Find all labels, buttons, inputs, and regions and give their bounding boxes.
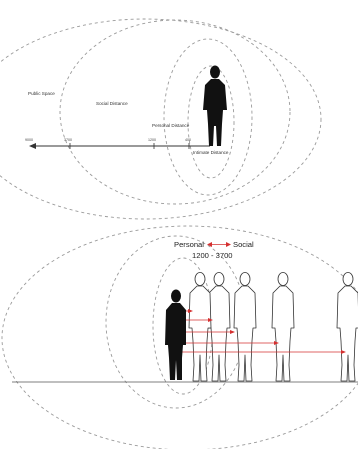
personal-distance-label: Personal Distance <box>152 123 190 128</box>
reference-person-silhouette <box>165 289 186 380</box>
outline-person <box>271 272 295 382</box>
social-distance-zone <box>59 19 291 205</box>
tick-label-400: 400 <box>185 138 191 142</box>
tick-label-9000: 9000 <box>25 138 33 142</box>
bottom-zone-diagram: Personal Social 1200 - 3700 <box>1 225 358 449</box>
outline-person <box>233 272 257 382</box>
outline-figures <box>188 272 358 382</box>
outline-person <box>188 272 212 382</box>
public-space-label: Public Space <box>28 91 55 96</box>
personal-distance-zone <box>163 38 253 196</box>
heading-personal: Personal <box>174 240 204 249</box>
heading-social: Social <box>233 240 254 249</box>
top-zone-diagram: 9000 3700 1200 400 Public Space Social D… <box>0 18 322 220</box>
double-arrow-icon <box>207 242 231 247</box>
intimate-distance-label: Intimate Distance <box>193 150 229 155</box>
axis-arrowhead-icon <box>29 143 36 149</box>
tick-label-3700: 3700 <box>64 138 72 142</box>
outer-zone-ellipse <box>1 225 358 449</box>
intimate-distance-zone <box>187 65 235 179</box>
public-space-zone <box>0 18 322 220</box>
tick-label-1200: 1200 <box>148 138 156 142</box>
reach-arrows <box>180 309 346 354</box>
distance-range-label: 1200 - 3700 <box>192 251 233 260</box>
social-distance-label: Social Distance <box>96 101 128 106</box>
standing-person-silhouette <box>203 65 227 146</box>
